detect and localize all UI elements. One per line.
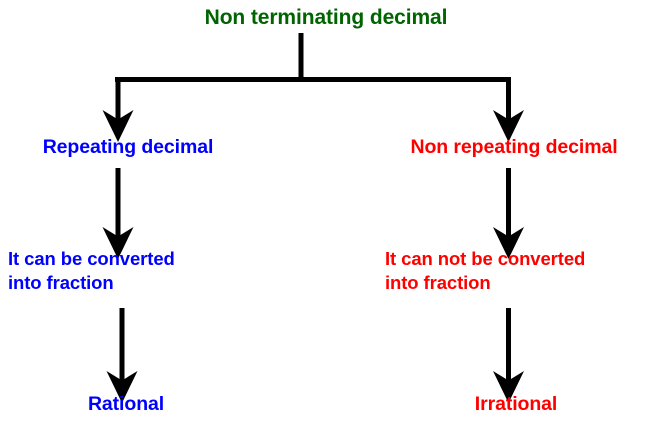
node-repeating-decimal: Repeating decimal: [42, 136, 214, 158]
node-rational: Rational: [87, 393, 165, 415]
node-non-repeating-decimal: Non repeating decimal: [410, 136, 618, 158]
node-irrational: Irrational: [474, 393, 558, 415]
node-root-non-terminating-decimal: Non terminating decimal: [204, 6, 448, 29]
node-can-not-be-converted-into-fraction: It can not be converted into fraction: [385, 248, 586, 294]
node-can-be-converted-into-fraction: It can be converted into fraction: [8, 248, 175, 294]
